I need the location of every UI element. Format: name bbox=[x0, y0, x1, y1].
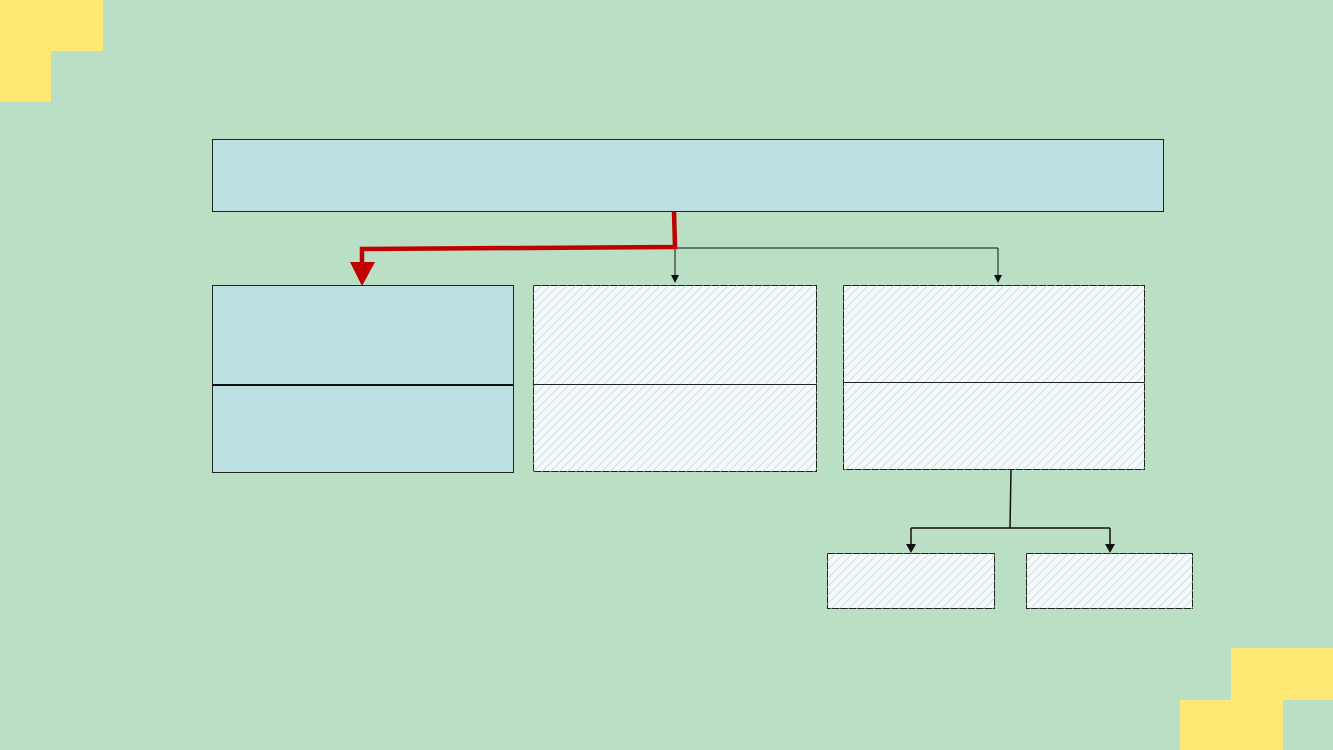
arrowhead-child-2 bbox=[671, 275, 679, 283]
grandchild-box-1-hatch bbox=[827, 553, 995, 609]
corner-decoration-bottom-right-lower bbox=[1180, 700, 1283, 750]
arrowhead-grandchild-2 bbox=[1105, 544, 1115, 553]
arrowhead-grandchild-1 bbox=[906, 544, 916, 553]
corner-decoration-bottom-right bbox=[1231, 648, 1333, 700]
highlight-connector-root-to-child-1 bbox=[359, 210, 678, 262]
grandchild-box-2-hatch bbox=[1026, 553, 1193, 609]
grandchild-box-2 bbox=[1026, 553, 1193, 609]
child-box-1 bbox=[212, 285, 514, 473]
arrowhead-child-3 bbox=[994, 275, 1002, 283]
corner-decoration-top-left-lower bbox=[0, 51, 51, 102]
child-box-2-divider bbox=[534, 384, 816, 385]
child-box-1-divider bbox=[213, 384, 513, 386]
child-box-2-hatch bbox=[533, 285, 817, 472]
child-box-2 bbox=[533, 285, 817, 472]
child-box-3-divider bbox=[844, 382, 1144, 383]
child-box-2-hatch-fill bbox=[533, 285, 817, 472]
child-box-3 bbox=[843, 285, 1145, 470]
grandchild-box-1-hatch-fill bbox=[827, 553, 995, 609]
connector-root-to-child-2 bbox=[674, 247, 999, 276]
grandchild-box-2-hatch-fill bbox=[1026, 553, 1193, 609]
connector-child-3-to-grandchildren bbox=[910, 468, 1111, 545]
grandchild-box-1 bbox=[827, 553, 995, 609]
root-box bbox=[212, 139, 1164, 212]
highlight-arrowhead-child-1 bbox=[350, 262, 375, 286]
corner-decoration-top-left bbox=[0, 0, 103, 51]
child-box-3-hatch bbox=[843, 285, 1145, 470]
child-box-3-hatch-fill bbox=[843, 285, 1145, 470]
